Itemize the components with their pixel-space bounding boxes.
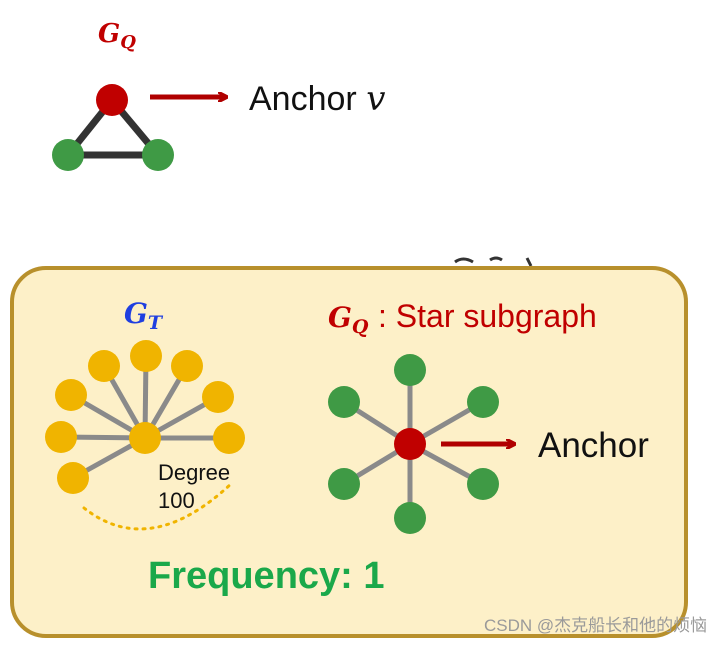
query-star-graph-label: GQ <box>328 301 369 338</box>
target-leaf-node <box>55 379 87 411</box>
frequency-label: Frequency: 1 <box>148 555 385 597</box>
graph-node <box>52 139 84 171</box>
query-anchor-node <box>394 428 426 460</box>
query-leaf-node <box>467 468 499 500</box>
degree-label: Degree <box>158 460 230 485</box>
anchor-node <box>96 84 128 116</box>
target-leaf-node <box>213 422 245 454</box>
query-leaf-node <box>328 386 360 418</box>
target-center-node <box>129 422 161 454</box>
partial-occluded-text <box>454 256 533 267</box>
top-query-graph: GQ Anchor v <box>52 19 385 171</box>
query-leaf-node <box>394 354 426 386</box>
query-star-graph: GQ : Star subgraph Anchor <box>328 298 649 534</box>
target-leaf-node <box>88 350 120 382</box>
target-leaf-node <box>171 350 203 382</box>
degree-value: 100 <box>158 488 195 513</box>
query-leaf-node <box>394 502 426 534</box>
query-anchor-label: Anchor <box>538 426 649 465</box>
graph-node <box>142 139 174 171</box>
target-leaf-node <box>202 381 234 413</box>
target-leaf-node <box>130 340 162 372</box>
star-subgraph-title: : Star subgraph <box>378 298 597 334</box>
query-leaf-node <box>467 386 499 418</box>
degree-arc <box>82 481 234 531</box>
target-leaf-node <box>45 421 77 453</box>
top-anchor-label: Anchor v <box>249 79 385 119</box>
target-graph-label: GT <box>124 297 164 334</box>
top-graph-label: GQ <box>98 19 136 53</box>
target-graph: GT Degree 100 <box>45 297 245 531</box>
watermark: CSDN @杰克船长和他的烦恼 <box>484 616 707 635</box>
target-leaf-node <box>57 462 89 494</box>
query-leaf-node <box>328 468 360 500</box>
